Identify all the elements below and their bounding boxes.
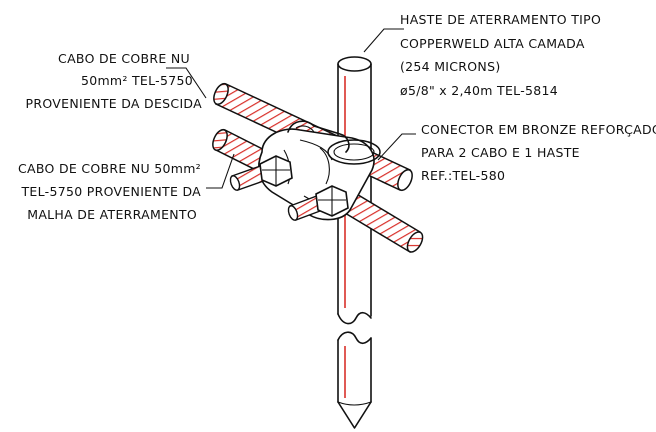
label-rod-line-3: (254 MICRONS)	[400, 59, 501, 74]
label-rod-line-2: COPPERWELD ALTA CAMADA	[400, 36, 585, 51]
label-cable-top-line-1: CABO DE COBRE NU	[58, 51, 190, 66]
label-rod-line-1: HASTE DE ATERRAMENTO TIPO	[400, 12, 601, 27]
label-cable-bottom-line-3: MALHA DE ATERRAMENTO	[27, 207, 197, 222]
label-cable-descent: CABO DE COBRE NU 50mm² TEL-5750 PROVENIE…	[26, 51, 203, 111]
label-cable-bottom-line-1: CABO DE COBRE NU 50mm²	[18, 161, 201, 176]
label-connector: CONECTOR EM BRONZE REFORÇADO PARA 2 CABO…	[421, 122, 656, 183]
leader-lines	[166, 28, 416, 189]
label-connector-line-3: REF.:TEL-580	[421, 168, 505, 183]
label-cable-bottom-line-2: TEL-5750 PROVENIENTE DA	[20, 184, 201, 199]
label-cable-top-line-3: PROVENIENTE DA DESCIDA	[26, 96, 203, 111]
label-rod-line-4: ø5/8" x 2,40m TEL-5814	[400, 83, 558, 98]
label-connector-line-1: CONECTOR EM BRONZE REFORÇADO	[421, 122, 656, 137]
bolt-lower	[287, 185, 349, 221]
label-connector-line-2: PARA 2 CABO E 1 HASTE	[421, 145, 580, 160]
label-cable-top-line-2: 50mm² TEL-5750	[81, 73, 193, 88]
bolt-upper	[229, 155, 293, 191]
label-cable-mesh: CABO DE COBRE NU 50mm² TEL-5750 PROVENIE…	[18, 161, 201, 222]
ground-rod-lower	[337, 331, 372, 429]
label-ground-rod: HASTE DE ATERRAMENTO TIPO COPPERWELD ALT…	[400, 12, 601, 98]
